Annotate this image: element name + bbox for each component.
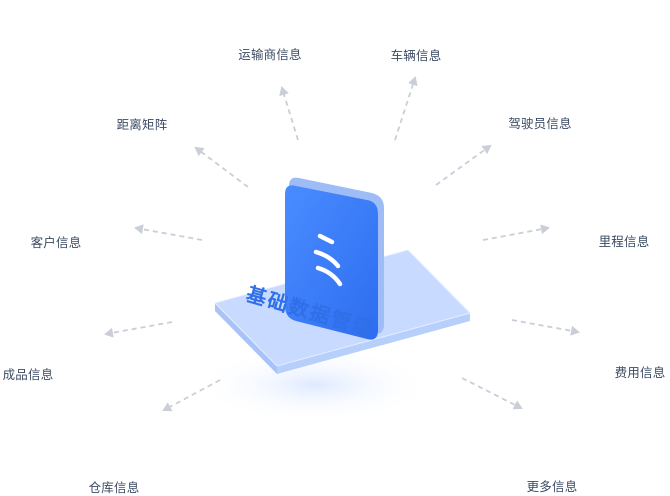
arrow-distance xyxy=(194,146,249,188)
node-customer-label: 客户信息 xyxy=(30,235,82,250)
arrow-warehouse xyxy=(162,379,221,412)
node-warehouse-label: 仓库信息 xyxy=(88,480,140,495)
arrow-product xyxy=(104,321,173,338)
node-product-label: 成品信息 xyxy=(2,367,54,382)
svg-text:¥: ¥ xyxy=(634,325,646,345)
node-vehicle-label: 车辆信息 xyxy=(390,48,442,63)
center-card xyxy=(285,177,384,340)
arrow-fee xyxy=(511,319,580,336)
arrow-customer xyxy=(134,224,203,241)
arrow-vehicle xyxy=(394,76,418,141)
arrow-driver xyxy=(435,144,492,186)
node-fee-label: 费用信息 xyxy=(614,365,666,380)
node-driver-label: 驾驶员信息 xyxy=(508,116,572,131)
node-carrier-label: 运输商信息 xyxy=(238,47,302,62)
connector-arrows xyxy=(104,76,580,412)
node-more-label: 更多信息 xyxy=(526,479,578,494)
node-distance-label: 距离矩阵 xyxy=(116,117,168,132)
arrow-mileage xyxy=(482,224,550,241)
arrow-carrier xyxy=(279,86,299,141)
arrow-more xyxy=(461,377,523,410)
platform-shadow xyxy=(195,347,435,423)
node-mileage-label: 里程信息 xyxy=(598,234,650,249)
logo-icon xyxy=(313,233,343,287)
